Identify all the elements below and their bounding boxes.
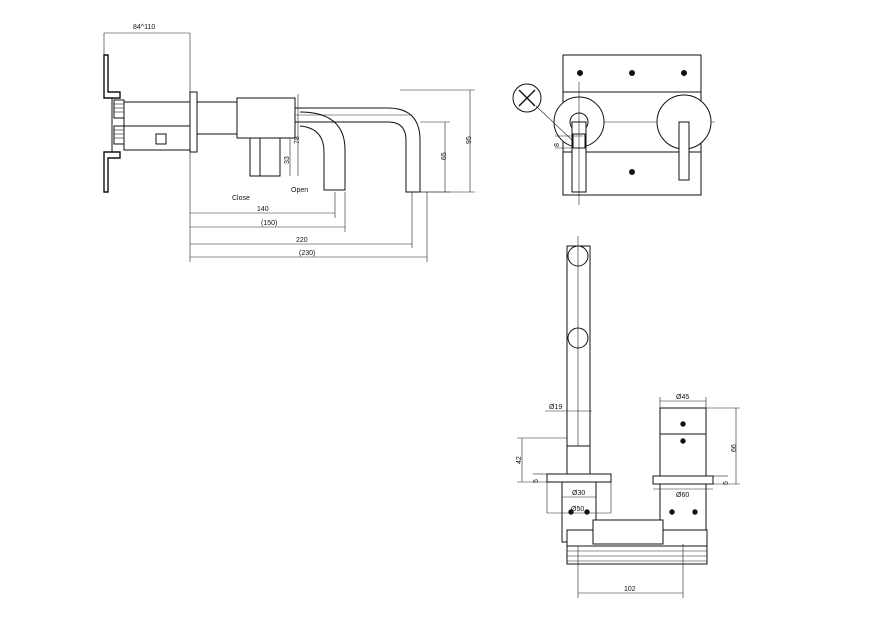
dim-95: 95 bbox=[466, 136, 473, 144]
dim-d19: Ø19 bbox=[549, 404, 562, 411]
crossed-circle-icon bbox=[512, 83, 542, 113]
detail-view: Ø19 42 5 Ø30 Ø50 Ø45 Ø60 66 bbox=[516, 236, 740, 598]
dim-d50: Ø50 bbox=[571, 506, 584, 513]
side-view: 84^110 78 33 bbox=[103, 24, 475, 262]
dim-102: 102 bbox=[624, 586, 636, 593]
dim-140: 140 bbox=[257, 206, 269, 213]
dim-5-right: 5 bbox=[723, 481, 730, 485]
dim-d60: Ø60 bbox=[676, 492, 689, 499]
dim-42: 42 bbox=[516, 456, 523, 464]
front-view: 8 bbox=[512, 54, 715, 205]
label-open: Open bbox=[291, 187, 308, 194]
dim-230: (230) bbox=[299, 250, 315, 257]
dim-5-left: 5 bbox=[533, 479, 540, 483]
dim-66: 66 bbox=[731, 444, 738, 452]
label-close: Close bbox=[232, 195, 250, 202]
dim-65: 65 bbox=[441, 152, 448, 160]
dim-d45: Ø45 bbox=[676, 394, 689, 401]
dim-8: 8 bbox=[554, 143, 561, 147]
dim-78: 78 bbox=[294, 136, 301, 144]
dim-150: (150) bbox=[261, 220, 277, 227]
dim-33: 33 bbox=[284, 156, 291, 164]
dim-d30: Ø30 bbox=[572, 490, 585, 497]
dim-84-110: 84^110 bbox=[133, 24, 155, 31]
dim-220: 220 bbox=[296, 237, 308, 244]
